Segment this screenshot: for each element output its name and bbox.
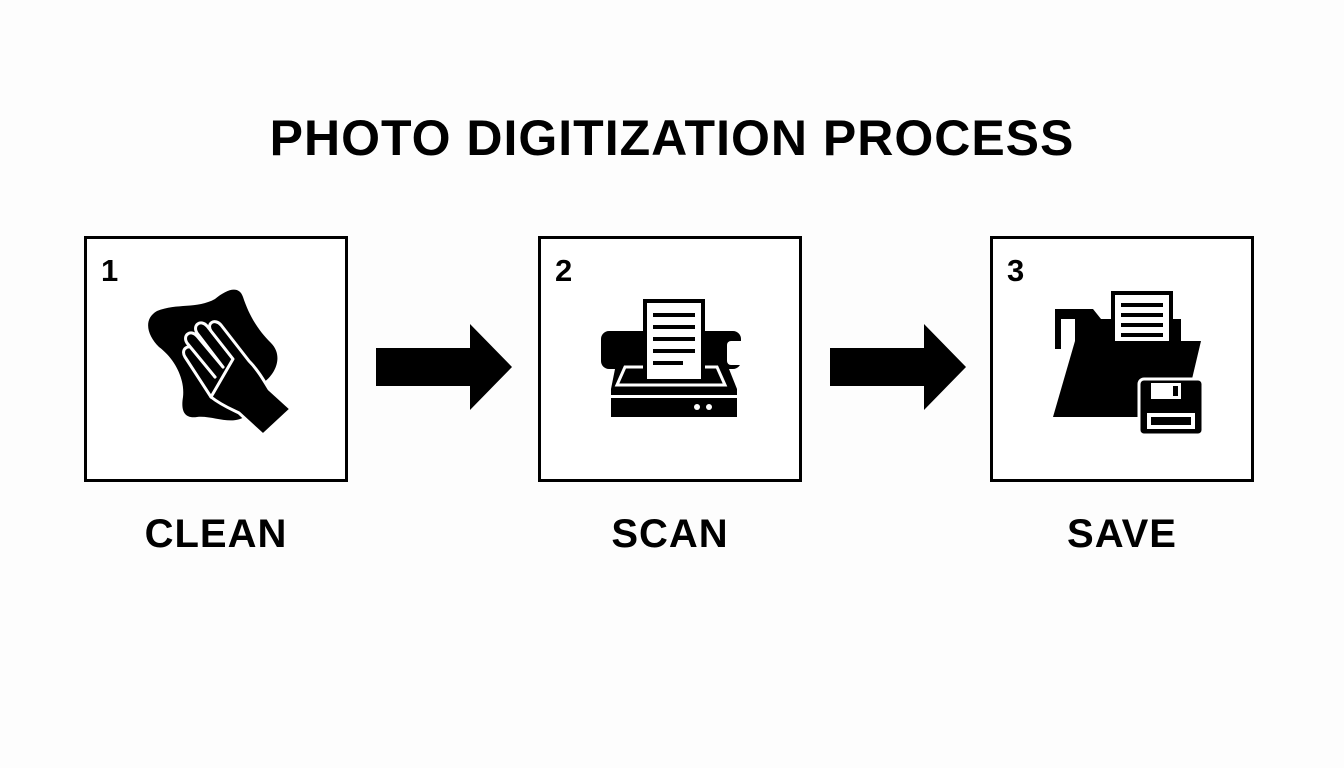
step-2-label: SCAN [611,512,729,556]
arrow-right-icon [376,324,512,410]
scanner-icon [601,299,747,417]
step-1-number: 1 [101,253,119,288]
diagram-title: PHOTO DIGITIZATION PROCESS [269,110,1075,166]
arrow-right-icon [830,324,966,410]
step-3-number: 3 [1007,253,1025,288]
step-1-label: CLEAN [144,512,288,556]
hand-wiping-cloth-icon [148,289,293,437]
step-3-label: SAVE [1067,512,1177,556]
folder-save-icon [1053,291,1205,437]
step-3-box: 3 [990,236,1254,482]
step-2-number: 2 [555,253,573,288]
step-1-box: 1 [84,236,348,482]
step-2-box: 2 [538,236,802,482]
